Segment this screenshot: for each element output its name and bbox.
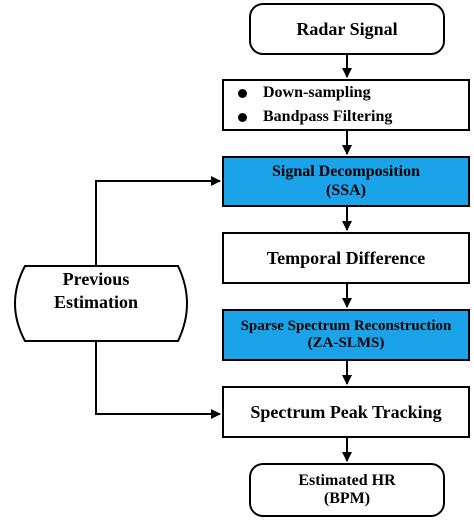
temporal-difference-node: Temporal Difference bbox=[222, 232, 470, 284]
estimated-hr-unit: (BPM) bbox=[323, 490, 371, 507]
sparse-reconstruction-node: Sparse Spectrum Reconstruction (ZA-SLMS) bbox=[222, 309, 470, 361]
peak-tracking-label: Spectrum Peak Tracking bbox=[250, 401, 442, 422]
previous-estimation-shape bbox=[14, 265, 188, 342]
signal-decomposition-method: (SSA) bbox=[325, 181, 366, 199]
preprocessing-node: Down-sampling Bandpass Filtering bbox=[222, 79, 470, 131]
arrow-previous-to-decomposition bbox=[95, 176, 221, 266]
preprocessing-item: Down-sampling bbox=[238, 81, 371, 105]
downsampling-label: Down-sampling bbox=[263, 84, 371, 101]
previous-estimation-text: Previous Estimation bbox=[14, 268, 178, 315]
signal-decomposition-label: Signal Decomposition bbox=[271, 163, 420, 181]
bullet-icon bbox=[238, 88, 247, 98]
estimated-hr-node: Estimated HR (BPM) bbox=[249, 463, 445, 517]
previous-estimation-line2: Estimation bbox=[53, 292, 138, 313]
bullet-icon bbox=[238, 112, 247, 122]
radar-signal-label: Radar Signal bbox=[296, 18, 398, 39]
peak-tracking-node: Spectrum Peak Tracking bbox=[222, 386, 470, 438]
temporal-difference-label: Temporal Difference bbox=[266, 247, 426, 268]
estimated-hr-label: Estimated HR bbox=[298, 471, 396, 489]
sparse-reconstruction-label: Sparse Spectrum Reconstruction bbox=[240, 317, 452, 334]
previous-estimation-line1: Previous bbox=[62, 269, 130, 289]
signal-decomposition-node: Signal Decomposition (SSA) bbox=[222, 156, 470, 207]
preprocessing-item: Bandpass Filtering bbox=[238, 105, 392, 129]
sparse-reconstruction-method: (ZA-SLMS) bbox=[307, 335, 385, 351]
bandpass-label: Bandpass Filtering bbox=[263, 108, 393, 125]
arrow-previous-to-tracking bbox=[95, 341, 221, 419]
radar-signal-node: Radar Signal bbox=[249, 3, 445, 55]
